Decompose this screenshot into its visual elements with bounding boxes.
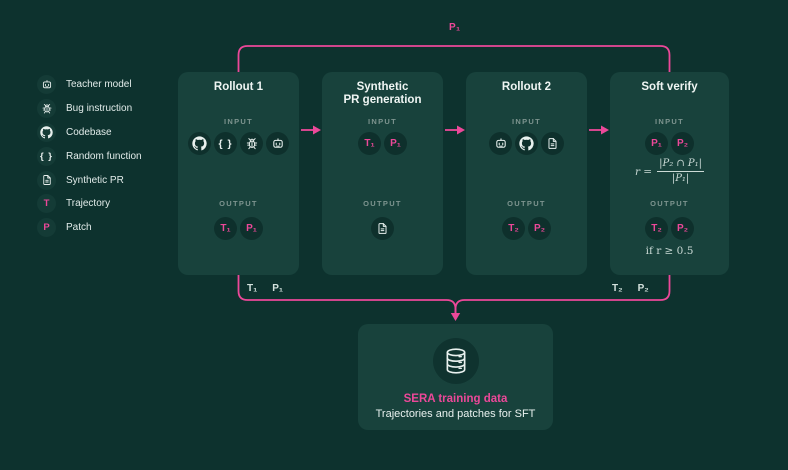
document-icon: [541, 132, 564, 155]
legend-item-teacher-model: Teacher model: [37, 73, 142, 97]
output-row: T₂ P₂: [466, 217, 587, 240]
output-label: OUTPUT: [219, 199, 258, 208]
document-icon: [371, 217, 394, 240]
card-title: Synthetic PR generation: [343, 81, 422, 106]
badge-t1: T₁: [214, 217, 237, 240]
badge-p2: P₂: [671, 217, 694, 240]
badge-t2: T₂: [502, 217, 525, 240]
output-row: [322, 217, 443, 240]
edge-label-t1: T₁: [247, 283, 258, 294]
arrowhead: [457, 125, 465, 135]
formula-fraction: |P₂ ∩ P₁| |P₁|: [657, 158, 705, 185]
legend-label: Patch: [66, 222, 92, 234]
input-label: INPUT: [512, 117, 541, 126]
card-rollout-1: Rollout 1 INPUT { }: [178, 72, 299, 275]
output-label: OUTPUT: [507, 199, 546, 208]
github-icon: [515, 132, 538, 155]
arrowhead-down: [450, 313, 461, 321]
robot-icon: [489, 132, 512, 155]
letter-t-icon: T: [37, 194, 56, 214]
badge-p1: P₁: [645, 132, 668, 155]
letter-p-icon: P: [37, 218, 56, 238]
top-p1-label: P₁: [449, 22, 461, 33]
merge-line-right: [454, 275, 671, 313]
document-icon: [37, 170, 56, 190]
robot-icon: [37, 75, 56, 95]
card-rollout-2: Rollout 2 INPUT OUTPUT: [466, 72, 587, 275]
p1-feedback-line: [237, 45, 671, 72]
verify-condition: if r ≥ 0.5: [645, 245, 694, 257]
formula-denominator: |P₁|: [671, 173, 690, 184]
overlap-ratio-formula: r = |P₂ ∩ P₁| |P₁|: [610, 158, 729, 185]
badge-t2: T₂: [645, 217, 668, 240]
bug-icon: [240, 132, 263, 155]
input-row: P₁ P₂: [610, 132, 729, 155]
card-title: Rollout 2: [501, 81, 552, 93]
badge-p2: P₂: [528, 217, 551, 240]
github-icon: [37, 122, 56, 142]
bottom-left-labels: T₁ P₁: [247, 283, 283, 294]
output-row: T₂ P₂: [610, 217, 729, 240]
legend-label: Codebase: [66, 126, 112, 138]
badge-p2: P₂: [671, 132, 694, 155]
legend-item-codebase: Codebase: [37, 121, 142, 145]
bug-icon: [37, 99, 56, 119]
arrowhead: [601, 125, 609, 135]
legend-label: Bug instruction: [66, 103, 133, 115]
braces-icon: { }: [37, 146, 56, 166]
legend-item-synthetic-pr: Synthetic PR: [37, 168, 142, 192]
edge-label-p2: P₂: [637, 283, 649, 294]
sink-subtitle: Trajectories and patches for SFT: [375, 408, 536, 420]
legend-label: Random function: [66, 150, 142, 162]
output-label: OUTPUT: [650, 199, 689, 208]
output-label: OUTPUT: [363, 199, 402, 208]
input-label: INPUT: [224, 117, 253, 126]
input-label: INPUT: [368, 117, 397, 126]
badge-p1: P₁: [384, 132, 407, 155]
legend-label: Teacher model: [66, 79, 132, 91]
formula-numerator: |P₂ ∩ P₁|: [657, 158, 705, 172]
database-icon: [432, 338, 479, 384]
card-title: Soft verify: [641, 81, 698, 93]
legend-label: Trajectory: [66, 198, 111, 210]
robot-icon: [266, 132, 289, 155]
braces-icon: { }: [214, 132, 237, 155]
merge-line-left: [237, 275, 457, 313]
edge-label-t2: T₂: [612, 283, 623, 294]
input-label: INPUT: [655, 117, 684, 126]
card-soft-verify: Soft verify INPUT P₁ P₂ r = |P₂ ∩ P₁| |P…: [610, 72, 729, 275]
github-icon: [188, 132, 211, 155]
legend-item-trajectory: T Trajectory: [37, 192, 142, 216]
legend-item-patch: P Patch: [37, 216, 142, 240]
legend-item-bug-instruction: Bug instruction: [37, 97, 142, 121]
bottom-right-labels: T₂ P₂: [612, 283, 649, 294]
badge-p1: P₁: [240, 217, 263, 240]
legend-label: Synthetic PR: [66, 174, 124, 186]
edge-label-p1: P₁: [272, 283, 284, 294]
input-row: { }: [178, 132, 299, 155]
legend: Teacher model Bug instruction Codebase {…: [37, 73, 142, 240]
input-row: T₁ P₁: [322, 132, 443, 155]
sera-training-data-box: SERA training data Trajectories and patc…: [358, 324, 553, 430]
legend-item-random-function: { } Random function: [37, 144, 142, 168]
output-row: T₁ P₁: [178, 217, 299, 240]
card-synthetic-pr-generation: Synthetic PR generation INPUT T₁ P₁ OUTP…: [322, 72, 443, 275]
card-title: Rollout 1: [213, 81, 264, 93]
input-row: [466, 132, 587, 155]
badge-t1: T₁: [358, 132, 381, 155]
sink-title: SERA training data: [403, 393, 508, 405]
arrowhead: [313, 125, 321, 135]
formula-lhs: r =: [634, 165, 653, 178]
